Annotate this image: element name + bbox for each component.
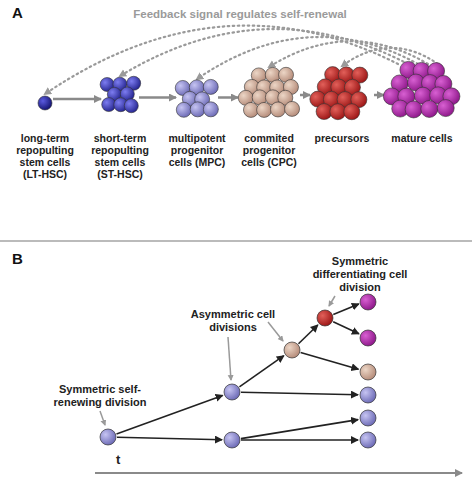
axis-label: t — [116, 452, 136, 467]
panel-letter: B — [12, 250, 42, 267]
cell-cluster — [37, 95, 53, 111]
division-arrows — [117, 304, 359, 440]
cell-population: mature cells — [384, 62, 460, 128]
cell-population: long-term repopulting stem cells (LT-HSC… — [37, 95, 53, 111]
panel-letter: A — [12, 4, 42, 21]
cell-population: short-term repopulting stem cells (ST-HS… — [101, 77, 139, 113]
lineage-arrow — [218, 96, 238, 99]
cell-type-label: commited progenitor cells (CPC) — [233, 132, 305, 168]
cell-population: precursors — [310, 67, 374, 123]
cells — [100, 294, 376, 448]
cell-type-label: short-term repopulting stem cells (ST-HS… — [84, 132, 156, 180]
lineage-arrow — [139, 96, 176, 99]
lineage-arrow — [374, 94, 384, 97]
cell-type-label: mature cells — [382, 132, 462, 144]
panel-divider — [0, 240, 472, 242]
cell-type-label: long-term repopulting stem cells (LT-HSC… — [9, 132, 81, 180]
lineage-arrow — [53, 98, 101, 101]
cell-cluster — [176, 80, 218, 120]
annotation: Symmetric self-renewing division — [45, 383, 155, 409]
cell-cluster — [238, 68, 300, 122]
annotation: Feedback signal regulates self-renewal — [110, 8, 370, 22]
cell-type-label: precursors — [306, 132, 378, 144]
cell-population: multipotent progenitor cells (MPC) — [176, 80, 218, 120]
annotation: Symmetric differentiating cell division — [300, 255, 420, 294]
lineage-arrow — [300, 94, 310, 97]
cell-cluster — [384, 62, 460, 128]
cell-population: commited progenitor cells (CPC) — [238, 68, 300, 122]
annotation: Asymmetric cell divisions — [178, 308, 288, 334]
feedback-arrow — [197, 37, 418, 79]
cell-cluster — [310, 67, 374, 123]
cell-type-label: multipotent progenitor cells (MPC) — [161, 132, 233, 168]
time-axis — [95, 472, 462, 474]
cell-cluster — [101, 77, 139, 113]
